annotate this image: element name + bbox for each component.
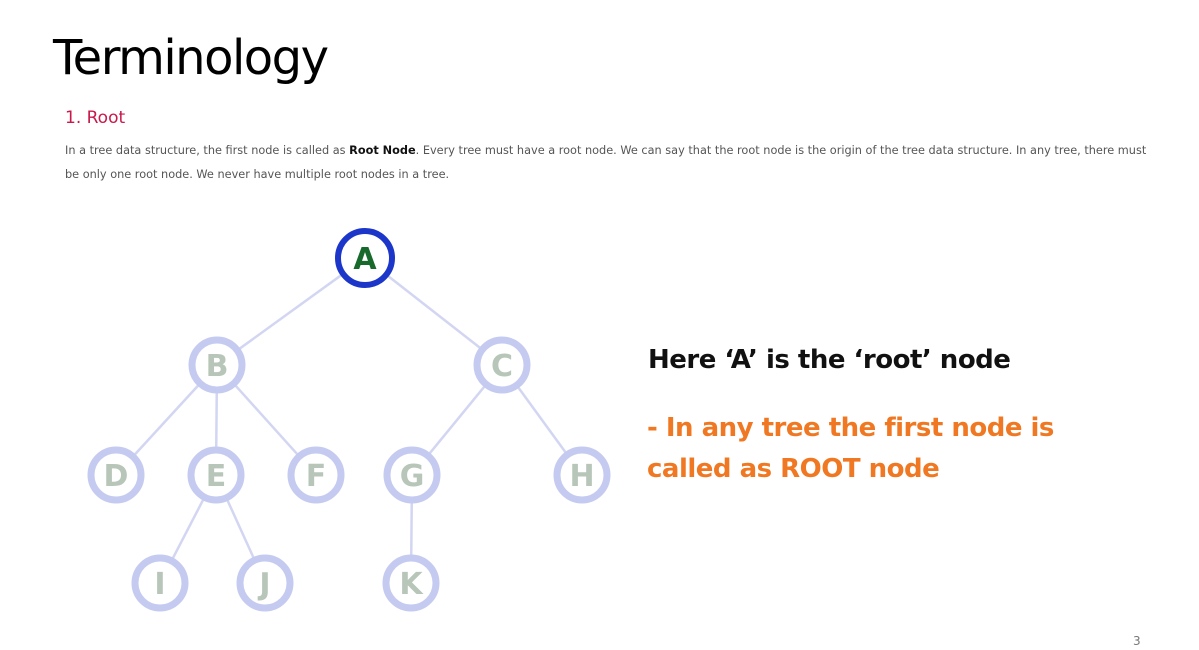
tree-node-circle (187, 446, 245, 504)
tree-node-label: D (104, 459, 129, 494)
tree-node-label: B (206, 349, 229, 384)
tree-node-label: C (491, 349, 513, 384)
tree-node-e: E (187, 446, 245, 504)
paragraph-text-end: . Every tree must have a root node. We c… (65, 144, 1147, 181)
tree-node-label: J (257, 567, 270, 602)
tree-node-circle (87, 446, 145, 504)
tree-edge-g-k (410, 501, 413, 557)
tree-node-b: B (188, 336, 246, 394)
tree-node-label: I (154, 567, 165, 602)
tree-edges (133, 272, 568, 560)
tree-node-g: G (383, 446, 441, 504)
tree-node-h: H (553, 446, 611, 504)
section-heading: 1. Root (65, 108, 126, 128)
tree-node-f: F (287, 446, 345, 504)
root-description-paragraph: In a tree data structure, the first node… (65, 139, 1150, 187)
tree-node-i: I (131, 554, 189, 612)
tree-node-circle (335, 228, 395, 288)
tree-node-a: A (335, 228, 395, 288)
tree-node-circle (383, 446, 441, 504)
tree-node-k: K (382, 554, 440, 612)
tree-node-j: J (236, 554, 294, 612)
tree-nodes: A B C D E F G H I J K (87, 228, 611, 612)
tree-edge-a-b (238, 272, 344, 351)
tree-node-label: F (306, 459, 327, 494)
tree-node-circle (473, 336, 531, 394)
tree-node-label: K (399, 567, 424, 602)
tree-node-circle (382, 554, 440, 612)
paragraph-bold-term: Root Node (349, 144, 416, 157)
slide-title: Terminology (53, 30, 329, 86)
tree-node-label: G (400, 459, 425, 494)
tree-node-label: H (569, 459, 594, 494)
tree-node-circle (287, 446, 345, 504)
tree-node-circle (236, 554, 294, 612)
tree-edge-b-e (214, 391, 219, 449)
paragraph-text-start: In a tree data structure, the first node… (65, 144, 350, 157)
tree-edge-e-i (171, 498, 205, 560)
tree-node-label: A (353, 242, 377, 277)
tree-edge-b-f (234, 384, 299, 456)
tree-node-circle (188, 336, 246, 394)
root-callout: Here ‘A’ is the ‘root’ node (648, 345, 1011, 375)
tree-node-d: D (87, 446, 145, 504)
tree-edge-b-d (133, 384, 200, 456)
tree-node-circle (131, 554, 189, 612)
tree-edge-c-h (516, 386, 568, 454)
tree-edge-e-j (226, 499, 255, 559)
tree-edge-c-g (428, 385, 486, 455)
root-definition-callout: - In any tree the first node is called a… (647, 413, 1054, 484)
tree-edge-a-c (385, 273, 482, 350)
page-number: 3 (1133, 634, 1141, 648)
tree-node-label: E (206, 459, 227, 494)
tree-node-circle (553, 446, 611, 504)
tree-node-c: C (473, 336, 531, 394)
